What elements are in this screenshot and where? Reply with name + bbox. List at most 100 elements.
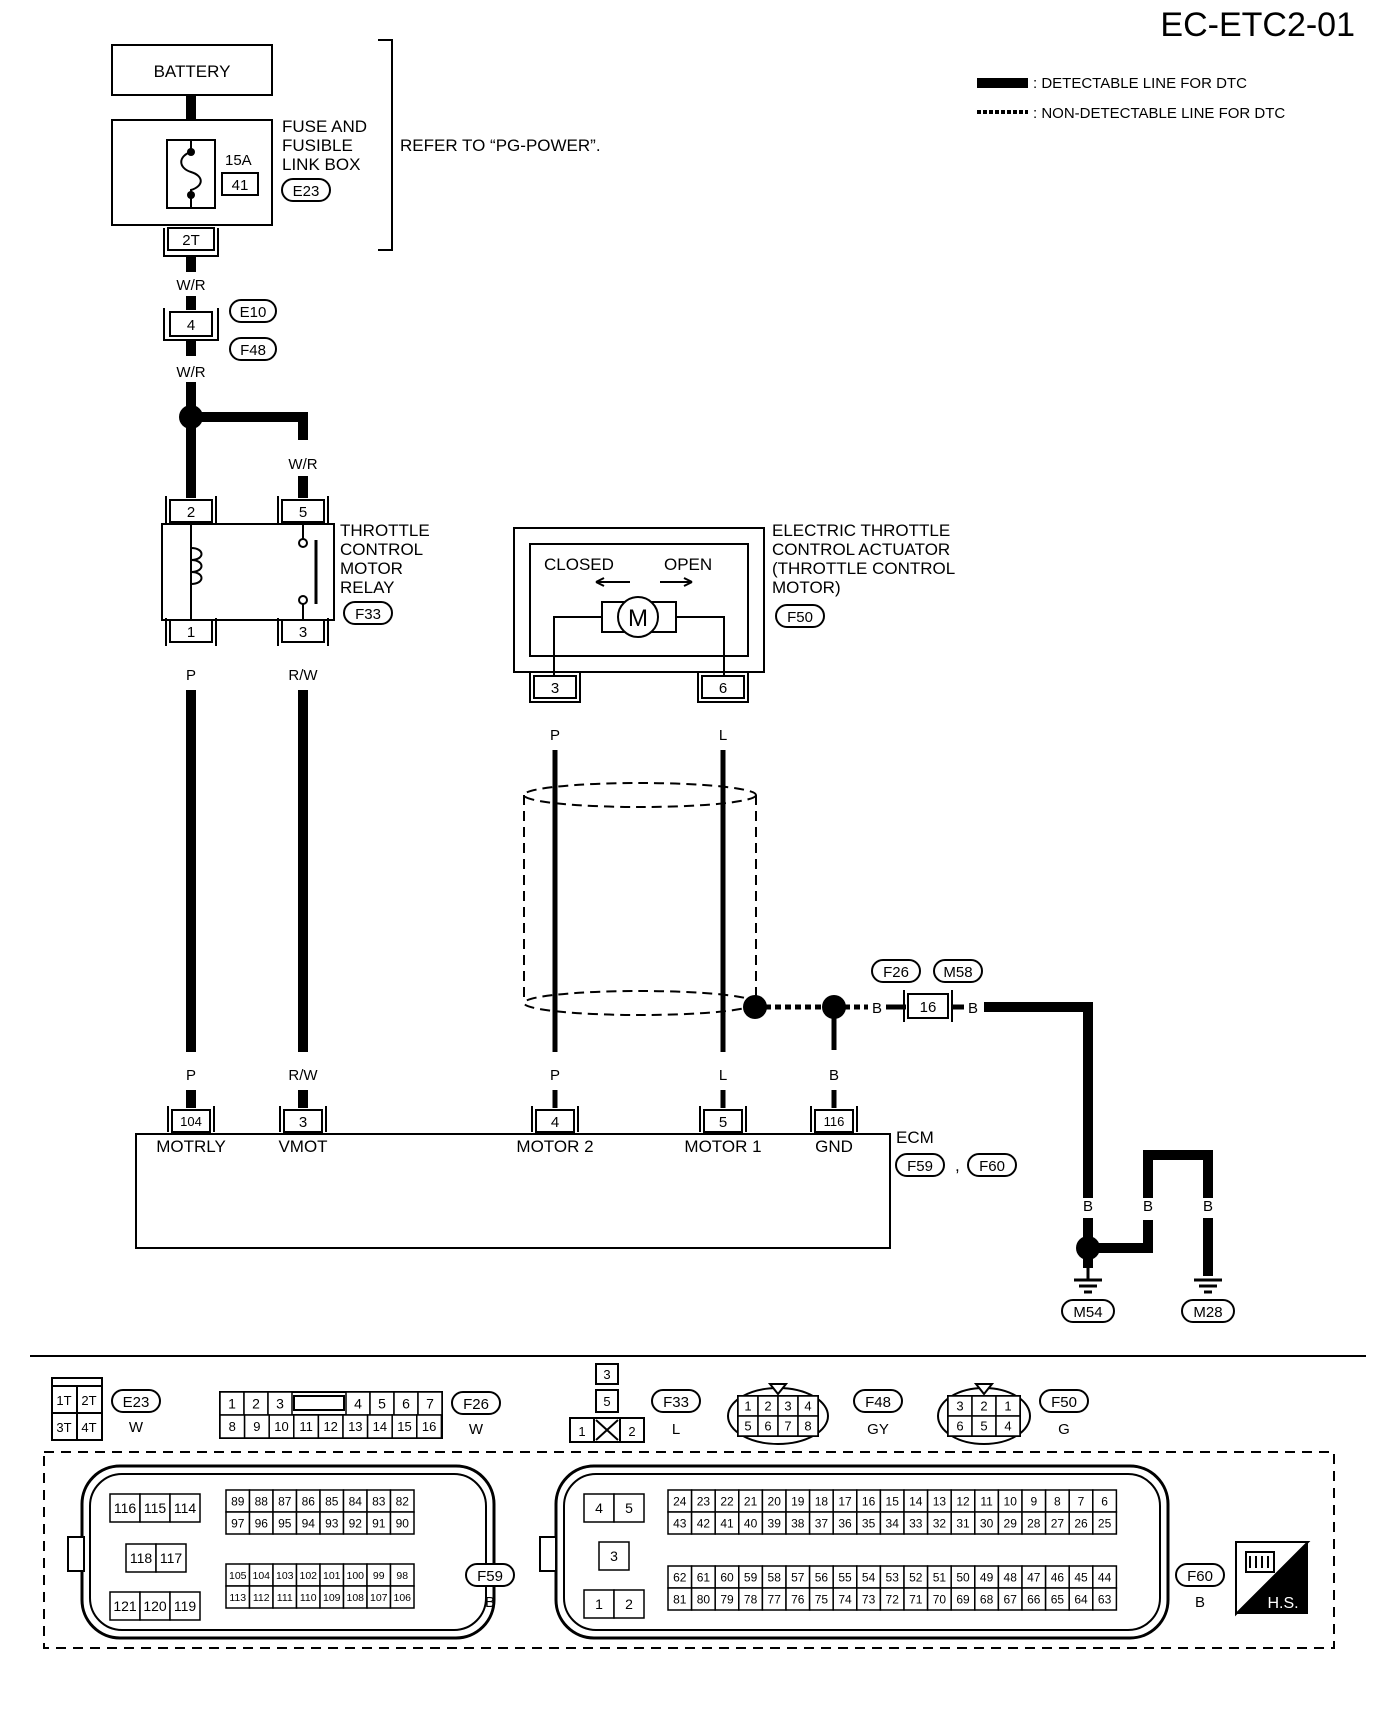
f59-cell [169, 1591, 201, 1621]
f59-pin: 111 [277, 1592, 293, 1604]
fuse-box-label-2: FUSIBLE [282, 136, 353, 155]
f59-cell [389, 1511, 415, 1535]
relay-connector-id: F33 [355, 606, 381, 623]
f33-pin-1: 1 [578, 1424, 585, 1439]
f59-pin: 106 [393, 1592, 411, 1604]
f50-pin: 3 [956, 1399, 963, 1414]
f33-pin-5: 5 [603, 1394, 610, 1409]
f26-pin: 16 [422, 1419, 436, 1434]
f59-pin: 117 [160, 1550, 183, 1566]
f48-pin: 7 [784, 1419, 791, 1434]
f60-cell [598, 1541, 630, 1571]
wire-color-p-1: P [186, 667, 196, 684]
f59-pin: 90 [396, 1516, 410, 1530]
wire-color-b-1: B [872, 1000, 882, 1017]
f60-cell [1092, 1587, 1118, 1611]
f48-pin: 5 [744, 1419, 751, 1434]
f59-pin: 113 [229, 1592, 246, 1604]
wire-color-rw-1: R/W [288, 667, 318, 684]
legend: : DETECTABLE LINE FOR DTC : NON-DETECTAB… [977, 75, 1285, 122]
fuse-number: 41 [232, 177, 249, 194]
ecm-term-motor2: MOTOR 2 [516, 1137, 593, 1156]
f60-pin: 28 [1027, 1516, 1041, 1530]
e23-pin-1t: 1T [56, 1393, 71, 1408]
relay-pin-3: 3 [299, 624, 307, 641]
actuator-label-3: (THROTTLE CONTROL [772, 559, 955, 578]
f60-pin: 71 [909, 1592, 923, 1606]
fuse-connector-id: E23 [293, 183, 320, 200]
f59-pin: 104 [252, 1570, 270, 1582]
actuator-label-4: MOTOR) [772, 578, 841, 597]
f59-pin: 84 [349, 1494, 363, 1508]
joint-f26-conn: F26 [883, 964, 909, 981]
f60-pin: 21 [744, 1494, 758, 1508]
f33-pin-3: 3 [603, 1367, 610, 1382]
fuse-box-label-3: LINK BOX [282, 155, 360, 174]
ecm-terminal-motor2: 4 MOTOR 2 [516, 1106, 594, 1156]
ecm-terminal-motor1: 5 MOTOR 1 [684, 1106, 762, 1156]
f60-pin: 3 [610, 1548, 618, 1564]
f60-pin: 4 [595, 1500, 603, 1516]
f33-pin-2: 2 [628, 1424, 635, 1439]
f59-cell [125, 1543, 157, 1573]
wire-color-b-5: B [1143, 1198, 1153, 1215]
legend-non-detectable: : NON-DETECTABLE LINE FOR DTC [1033, 105, 1285, 122]
f60-pin: 38 [791, 1516, 805, 1530]
f48-id: F48 [865, 1394, 891, 1411]
f26-pin: 1 [228, 1396, 236, 1412]
f60-pin: 45 [1074, 1570, 1088, 1584]
wire-color-p-4: P [550, 1067, 560, 1084]
battery-box [111, 44, 273, 96]
f59-pin: 100 [346, 1570, 364, 1582]
wire-color-b-2: B [968, 1000, 978, 1017]
f60-pin: 2 [625, 1596, 633, 1612]
f60-pin: 66 [1027, 1592, 1041, 1606]
wire-color-p-3: P [550, 727, 560, 744]
f60-pin: 33 [909, 1516, 923, 1530]
ground-m28: M28 [1193, 1304, 1222, 1321]
f60-pin: 26 [1074, 1516, 1088, 1530]
f60-pin: 44 [1098, 1570, 1112, 1584]
ecm-conn-f60: F60 [979, 1158, 1005, 1175]
f26-pin: 11 [299, 1419, 313, 1434]
joint-f48-conn: F48 [240, 342, 266, 359]
f60-pin: 10 [1004, 1494, 1018, 1508]
f60-pin: 68 [980, 1592, 994, 1606]
f59-pin: 112 [253, 1592, 270, 1604]
f60-pin: 65 [1051, 1592, 1065, 1606]
ecm-connector-frame [43, 1451, 1335, 1649]
wire-color-wr-2: W/R [176, 364, 205, 381]
ecm-term-gnd: GND [815, 1137, 853, 1156]
f59-pin: 88 [255, 1494, 269, 1508]
f50-cell [995, 1415, 1021, 1437]
f59-pin: 114 [174, 1500, 197, 1516]
f60-pin: 41 [720, 1516, 734, 1530]
f59-pin: 93 [325, 1516, 339, 1530]
f50-id: F50 [1051, 1394, 1077, 1411]
ecm-term-motor1: MOTOR 1 [684, 1137, 761, 1156]
joint-m58-conn: M58 [943, 964, 972, 981]
ecm-term-vmot: VMOT [278, 1137, 327, 1156]
f48-pin: 3 [784, 1399, 791, 1414]
f59-cell [389, 1585, 415, 1609]
f60-cell [613, 1493, 645, 1523]
actuator-pin-6: 6 [719, 680, 727, 697]
f59-pin: 108 [346, 1592, 364, 1604]
f59-pin: 103 [276, 1570, 294, 1582]
f26-pin: 9 [253, 1419, 260, 1434]
f48-pin: 2 [764, 1399, 771, 1414]
battery-label: BATTERY [154, 62, 231, 81]
f60-pin: 17 [838, 1494, 852, 1508]
relay-pin-1: 1 [187, 624, 195, 641]
f59-pin: 97 [231, 1516, 245, 1530]
ecm-pin-5: 5 [719, 1114, 727, 1131]
relay-label-2: CONTROL [340, 540, 423, 559]
f60-pin: 39 [768, 1516, 782, 1530]
relay-label-3: MOTOR [340, 559, 403, 578]
f59-pin: 118 [130, 1550, 153, 1566]
f60-pin: 32 [933, 1516, 947, 1530]
f48-color: GY [867, 1421, 889, 1438]
f60-pin: 59 [744, 1570, 758, 1584]
f26-pin: 2 [252, 1396, 260, 1412]
f48-pin: 1 [744, 1399, 751, 1414]
